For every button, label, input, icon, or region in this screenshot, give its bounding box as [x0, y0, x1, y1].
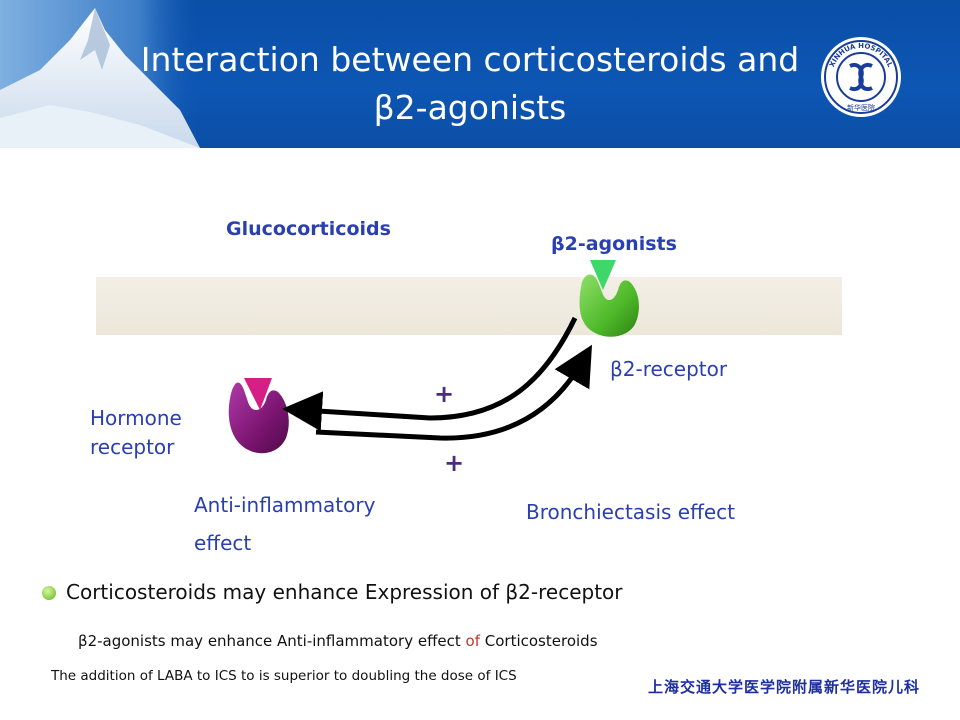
sub-bullet-of: of [465, 632, 480, 650]
hormone-receptor-line-2: receptor [90, 435, 175, 459]
b2-receptor-label: β2-receptor [610, 357, 728, 381]
plus-sign-bottom: + [444, 449, 465, 477]
header-banner: Interaction between corticosteroids and … [0, 0, 960, 148]
b2-receptor-shape [579, 274, 639, 337]
sub-bullet-part-2: Corticosteroids [480, 632, 598, 650]
bullet-dot [42, 586, 56, 600]
title-line-2: β2-agonists [373, 88, 567, 127]
arrow-to-hormone-receptor [282, 316, 578, 432]
plus-sign-top: + [434, 380, 455, 408]
page-title: Interaction between corticosteroids and … [110, 36, 830, 132]
glucocorticoids-label: Glucocorticoids [226, 218, 391, 240]
hospital-logo: XINHUA HOSPITAL 新华医院 [821, 37, 901, 117]
b2-agonist-ligand [590, 260, 616, 290]
sub-bullet-part-1: β2-agonists may enhance Anti-inflammator… [78, 632, 466, 650]
cell-membrane [96, 277, 842, 335]
b2-agonists-label: β2-agonists [551, 233, 677, 255]
logo-center-text: 新华医院 [847, 103, 875, 112]
hormone-receptor-shape [228, 382, 289, 454]
sub-bullet-text: β2-agonists may enhance Anti-inflammator… [78, 632, 598, 650]
glucocorticoid-ligand [244, 378, 272, 410]
hormone-receptor-line-1: Hormone [90, 406, 182, 430]
note-text: The addition of LABA to ICS to is superi… [51, 668, 517, 684]
institution-footer: 上海交通大学医学院附属新华医院儿科 [648, 678, 921, 696]
main-bullet-text: Corticosteroids may enhance Expression o… [66, 580, 623, 604]
anti-inflammatory-label: Anti-inflammatory effect [194, 486, 375, 562]
anti-inflammatory-line-2: effect [194, 531, 252, 555]
anti-inflammatory-line-1: Anti-inflammatory [194, 493, 376, 517]
bronchiectasis-label: Bronchiectasis effect [526, 500, 736, 524]
arrow-to-b2-receptor [315, 344, 593, 441]
mountain-image [0, 0, 200, 148]
hormone-receptor-label: Hormone receptor [90, 404, 182, 462]
title-line-1: Interaction between corticosteroids and [140, 40, 800, 79]
